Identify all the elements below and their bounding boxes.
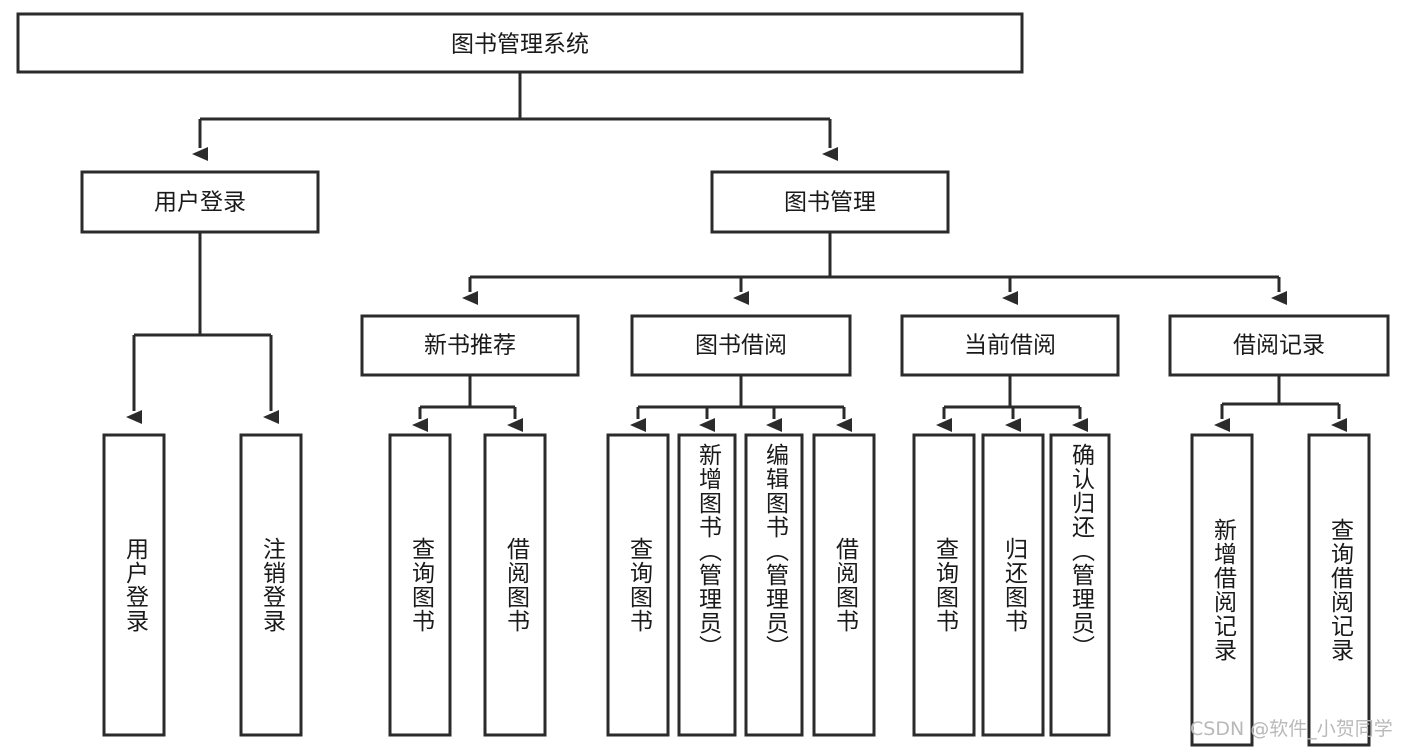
node-new-book-recommend-label: 新书推荐 (424, 333, 516, 359)
node-root[interactable]: 图书管理系统 (16, 12, 1024, 74)
leaf-box-user-login[interactable] (102, 433, 166, 737)
node-borrow-record-box (1168, 314, 1390, 377)
node-user-login[interactable]: 用户登录 (80, 170, 320, 234)
node-root-box (16, 12, 1024, 74)
leaf-box-query-book-nbr[interactable] (388, 433, 452, 737)
node-current-borrow-label: 当前借阅 (964, 333, 1056, 359)
node-book-management-label: 图书管理 (784, 190, 876, 216)
leaf-box-query-book-bb[interactable] (606, 433, 670, 737)
leaf-box-borrow-book-nbr[interactable] (483, 433, 547, 737)
node-book-borrow-label: 图书借阅 (695, 333, 787, 359)
node-current-borrow[interactable]: 当前借阅 (900, 314, 1120, 377)
leaf-box-query-borrow-rec[interactable] (1307, 433, 1371, 747)
node-book-borrow[interactable]: 图书借阅 (630, 314, 852, 377)
node-borrow-record-label: 借阅记录 (1233, 333, 1325, 359)
watermark-text: CSDN @软件_小贺同学 (1190, 718, 1393, 740)
connector-root-to-level2 (192, 72, 838, 161)
node-root-label: 图书管理系统 (451, 32, 589, 58)
leaf-box-add-book-admin[interactable] (677, 433, 737, 737)
node-book-management-box (710, 170, 950, 234)
connector-borrow-record-to-leaves (1214, 375, 1347, 432)
node-new-book-recommend-box (360, 314, 580, 377)
node-current-borrow-box (900, 314, 1120, 377)
node-book-management[interactable]: 图书管理 (710, 170, 950, 234)
leaf-box-borrow-book-bb[interactable] (812, 433, 876, 737)
leaf-box-add-borrow-rec[interactable] (1190, 433, 1254, 747)
connector-current-borrow-to-leaves (936, 375, 1088, 432)
leaf-box-edit-book-admin[interactable] (744, 433, 804, 737)
node-user-login-label: 用户登录 (154, 190, 246, 216)
leaf-box-confirm-return[interactable] (1049, 433, 1111, 737)
leaf-box-query-book-cb[interactable] (912, 433, 976, 737)
leaf-box-logout[interactable] (239, 433, 303, 737)
connector-new-book-rec-to-leaves (412, 375, 523, 432)
connector-user-login-to-leaves (126, 232, 279, 424)
node-book-borrow-box (630, 314, 852, 377)
node-new-book-recommend[interactable]: 新书推荐 (360, 314, 580, 377)
connector-book-borrow-to-leaves (630, 375, 852, 432)
node-borrow-record[interactable]: 借阅记录 (1168, 314, 1390, 377)
connector-book-mgmt-to-level3 (462, 232, 1287, 305)
leaf-boxes (102, 433, 1371, 747)
leaf-box-return-book[interactable] (981, 433, 1045, 737)
